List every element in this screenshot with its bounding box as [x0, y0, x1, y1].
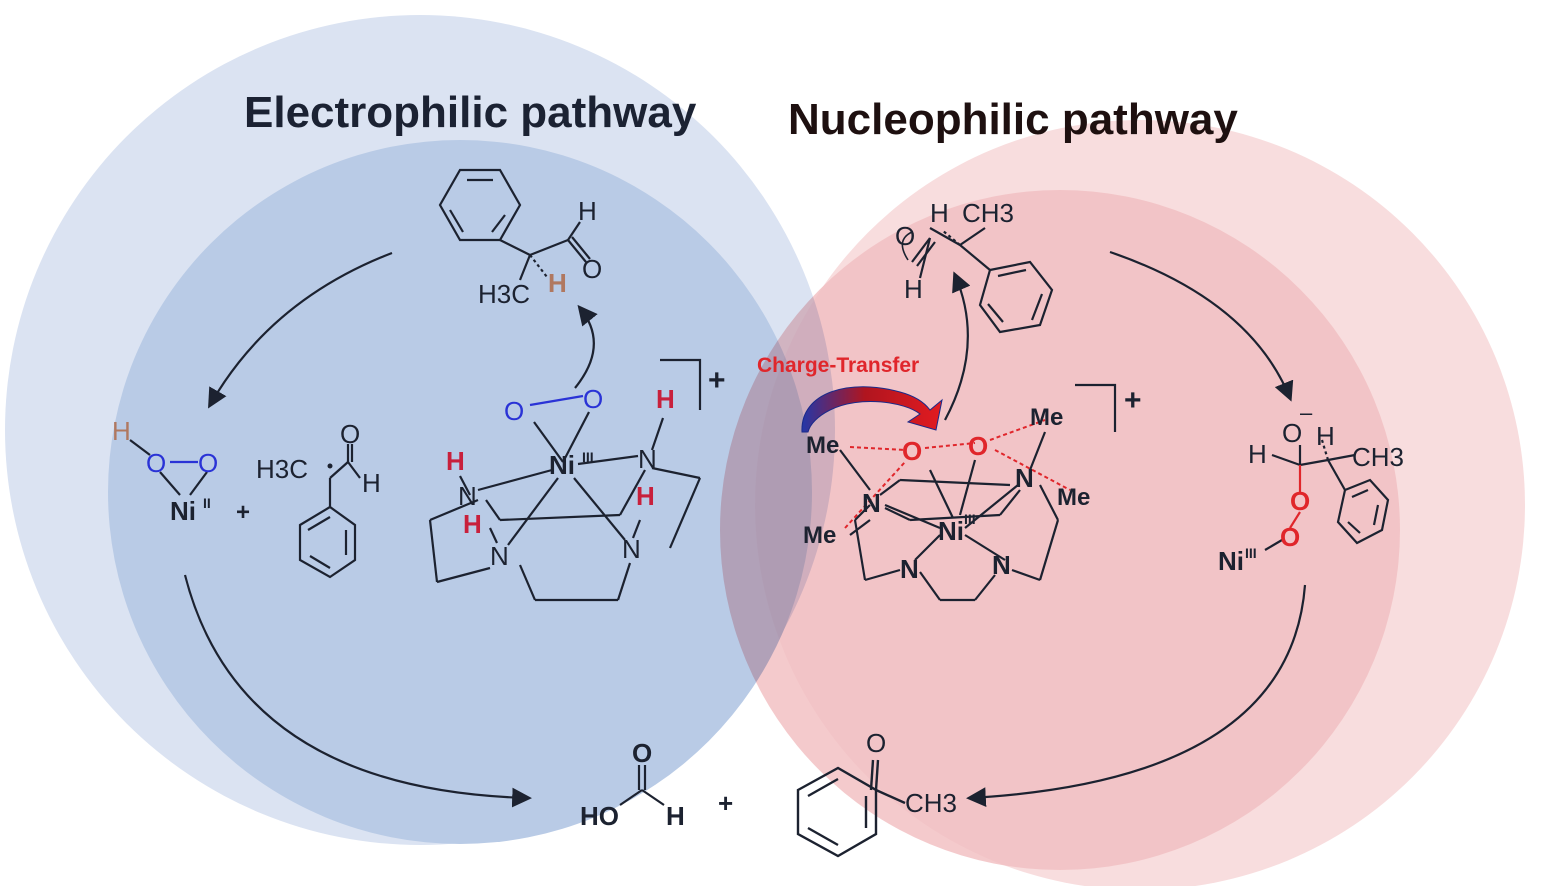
h-atom: H: [636, 481, 655, 511]
ni-atom: Ni: [1218, 546, 1244, 576]
o-atom: O: [1282, 418, 1302, 448]
oxidation-state: III: [582, 449, 594, 465]
ni-atom: Ni: [938, 516, 964, 546]
arrow-to-aldehyde-left: [574, 304, 598, 389]
methyl-label: CH3: [1352, 442, 1404, 472]
methyl-label: CH3: [905, 788, 957, 818]
o-atom: O: [1280, 522, 1300, 552]
arrow-top-left: [208, 251, 393, 409]
arrow-bottom-right: [966, 584, 1307, 807]
arrow-top-right: [1109, 250, 1294, 402]
methyl-me: Me: [806, 432, 839, 459]
o-atom: O: [895, 221, 915, 251]
h-atom: H: [578, 196, 597, 226]
ni-atom: Ni: [170, 496, 196, 526]
o-atom: O: [583, 384, 603, 414]
o-atom: O: [968, 431, 988, 461]
methyl-label: H3C: [256, 454, 308, 484]
h-atom: H: [446, 446, 465, 476]
right-ni-complex: O O Me Me Me Me N N N N Ni III +: [803, 383, 1142, 602]
plus-sign: +: [236, 499, 250, 526]
n-atom: N: [490, 541, 509, 571]
h-atom: H: [463, 509, 482, 539]
o-atom: O: [632, 738, 652, 768]
h-atom: H: [666, 801, 685, 831]
hydroxyl-label: HO: [580, 801, 619, 831]
electrophilic-pathway-title: Electrophilic pathway: [244, 88, 697, 137]
left-ni-labels: O O Ni III N H H N H H N N +: [446, 364, 726, 571]
n-atom: N: [900, 554, 919, 584]
h-atom: H: [930, 198, 949, 228]
aldehyde-radical-left: H3C O H: [256, 419, 381, 579]
o-atom: O: [146, 448, 166, 478]
o-atom: O: [504, 396, 524, 426]
ni2-hydroperoxide: H O O Ni II +: [112, 416, 250, 526]
o-atom: O: [866, 728, 886, 758]
aldehyde-right-top: H CH3 O H: [895, 198, 1054, 334]
o-atom: O: [902, 436, 922, 466]
peroxo-intermediate: O – H H CH3 O O Ni III: [1218, 400, 1404, 576]
o-atom: O: [582, 254, 602, 284]
n-atom: N: [992, 550, 1011, 580]
formic-acid: O HO H +: [580, 738, 733, 831]
n-atom: N: [458, 481, 477, 511]
charge-transfer-arrow: Charge-Transfer: [757, 354, 943, 433]
negative-charge: –: [1300, 400, 1313, 425]
charge-transfer-label: Charge-Transfer: [757, 354, 919, 377]
methyl-label: CH3: [962, 198, 1014, 228]
arrow-to-aldehyde-right: [944, 271, 971, 421]
aldehyde-left-top: H O H3C H: [438, 168, 602, 309]
arrow-bottom-left: [183, 574, 532, 808]
oxidation-state: II: [203, 495, 211, 511]
oxidation-state: III: [964, 511, 976, 527]
radical-dot: [327, 463, 333, 469]
charge-plus: +: [708, 364, 726, 397]
h-atom: H: [1316, 421, 1335, 451]
ni-atom: Ni: [549, 450, 575, 480]
o-atom: O: [198, 448, 218, 478]
red-pathway-circles: [720, 120, 1525, 890]
methyl-me: Me: [1030, 404, 1063, 431]
n-atom: N: [622, 534, 641, 564]
h-atom: H: [904, 274, 923, 304]
plus-sign: +: [718, 788, 733, 818]
n-atom: N: [862, 488, 881, 518]
acetophenone: O CH3: [796, 728, 957, 858]
h-atom: H: [362, 468, 381, 498]
methyl-me: Me: [803, 522, 836, 549]
charge-plus: +: [1124, 384, 1142, 417]
o-atom: O: [1290, 486, 1310, 516]
h-atom: H: [112, 416, 131, 446]
methyl-me: Me: [1057, 484, 1090, 511]
h-atom: H: [1248, 439, 1267, 469]
h-atom: H: [548, 268, 567, 298]
o-atom: O: [340, 419, 360, 449]
red-inner-circle: [720, 190, 1400, 870]
n-atom: N: [638, 444, 657, 474]
h-atom: H: [656, 384, 675, 414]
nucleophilic-pathway-title: Nucleophilic pathway: [788, 95, 1238, 144]
left-ni-complex: [428, 358, 702, 602]
methyl-label: H3C: [478, 279, 530, 309]
oxidation-state: III: [1245, 545, 1257, 561]
n-atom: N: [1015, 463, 1034, 493]
cycle-arrows: [183, 250, 1307, 808]
